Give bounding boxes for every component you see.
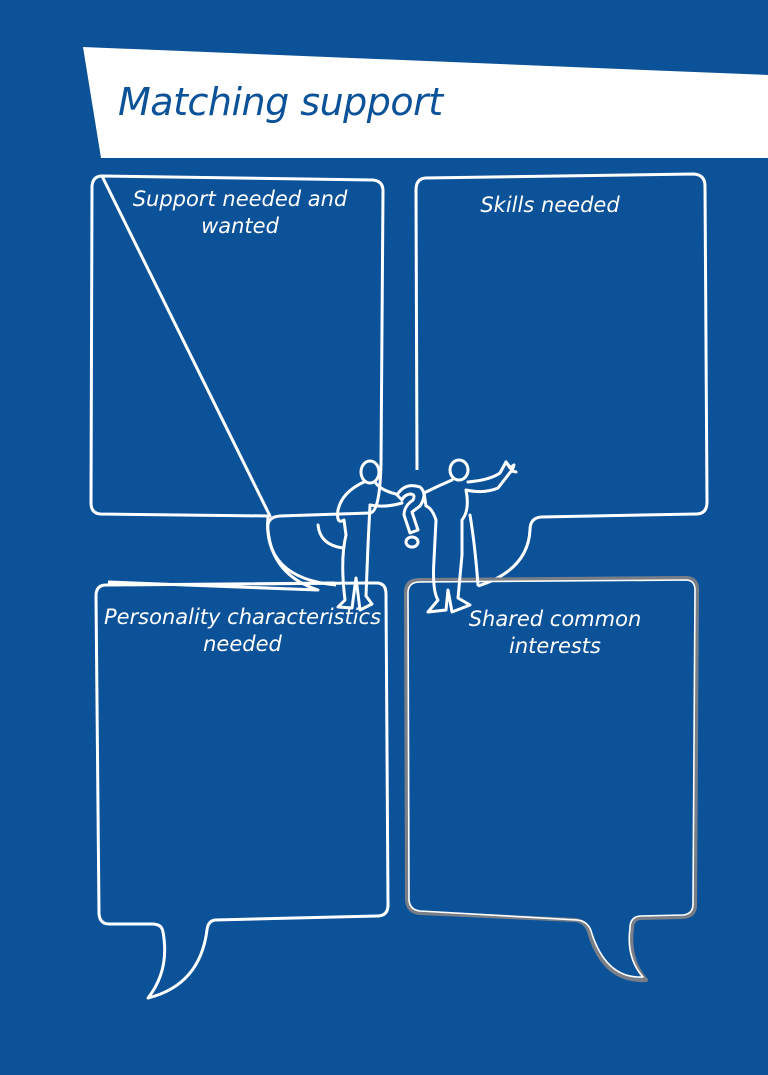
box-label-skills-needed: Skills needed: [480, 193, 620, 217]
question-mark-icon: [395, 484, 426, 549]
support-needed-writing-area[interactable]: [104, 250, 374, 454]
personality-writing-area[interactable]: [108, 665, 380, 904]
figure-right-person-icon: [422, 458, 518, 614]
skills-needed-writing-area[interactable]: [428, 240, 698, 454]
box-label-personality: Personality characteristics needed: [103, 605, 382, 656]
box-label-support-needed: Support needed and wanted: [132, 187, 348, 238]
bubble-outline-interests: [407, 579, 696, 978]
box-label-shared-interests: Shared common interests: [468, 607, 642, 658]
title-banner: [83, 47, 768, 158]
bubble-tail-support: [266, 515, 337, 587]
shared-interests-writing-area[interactable]: [420, 665, 688, 899]
page-title: Matching support: [118, 80, 443, 124]
bubble-outline-personality: [94, 581, 390, 1000]
bubble-outline-skills: [414, 172, 709, 588]
bubble-outline-interests-shadow: [404, 576, 699, 983]
figure-left-person-icon: [316, 459, 404, 612]
